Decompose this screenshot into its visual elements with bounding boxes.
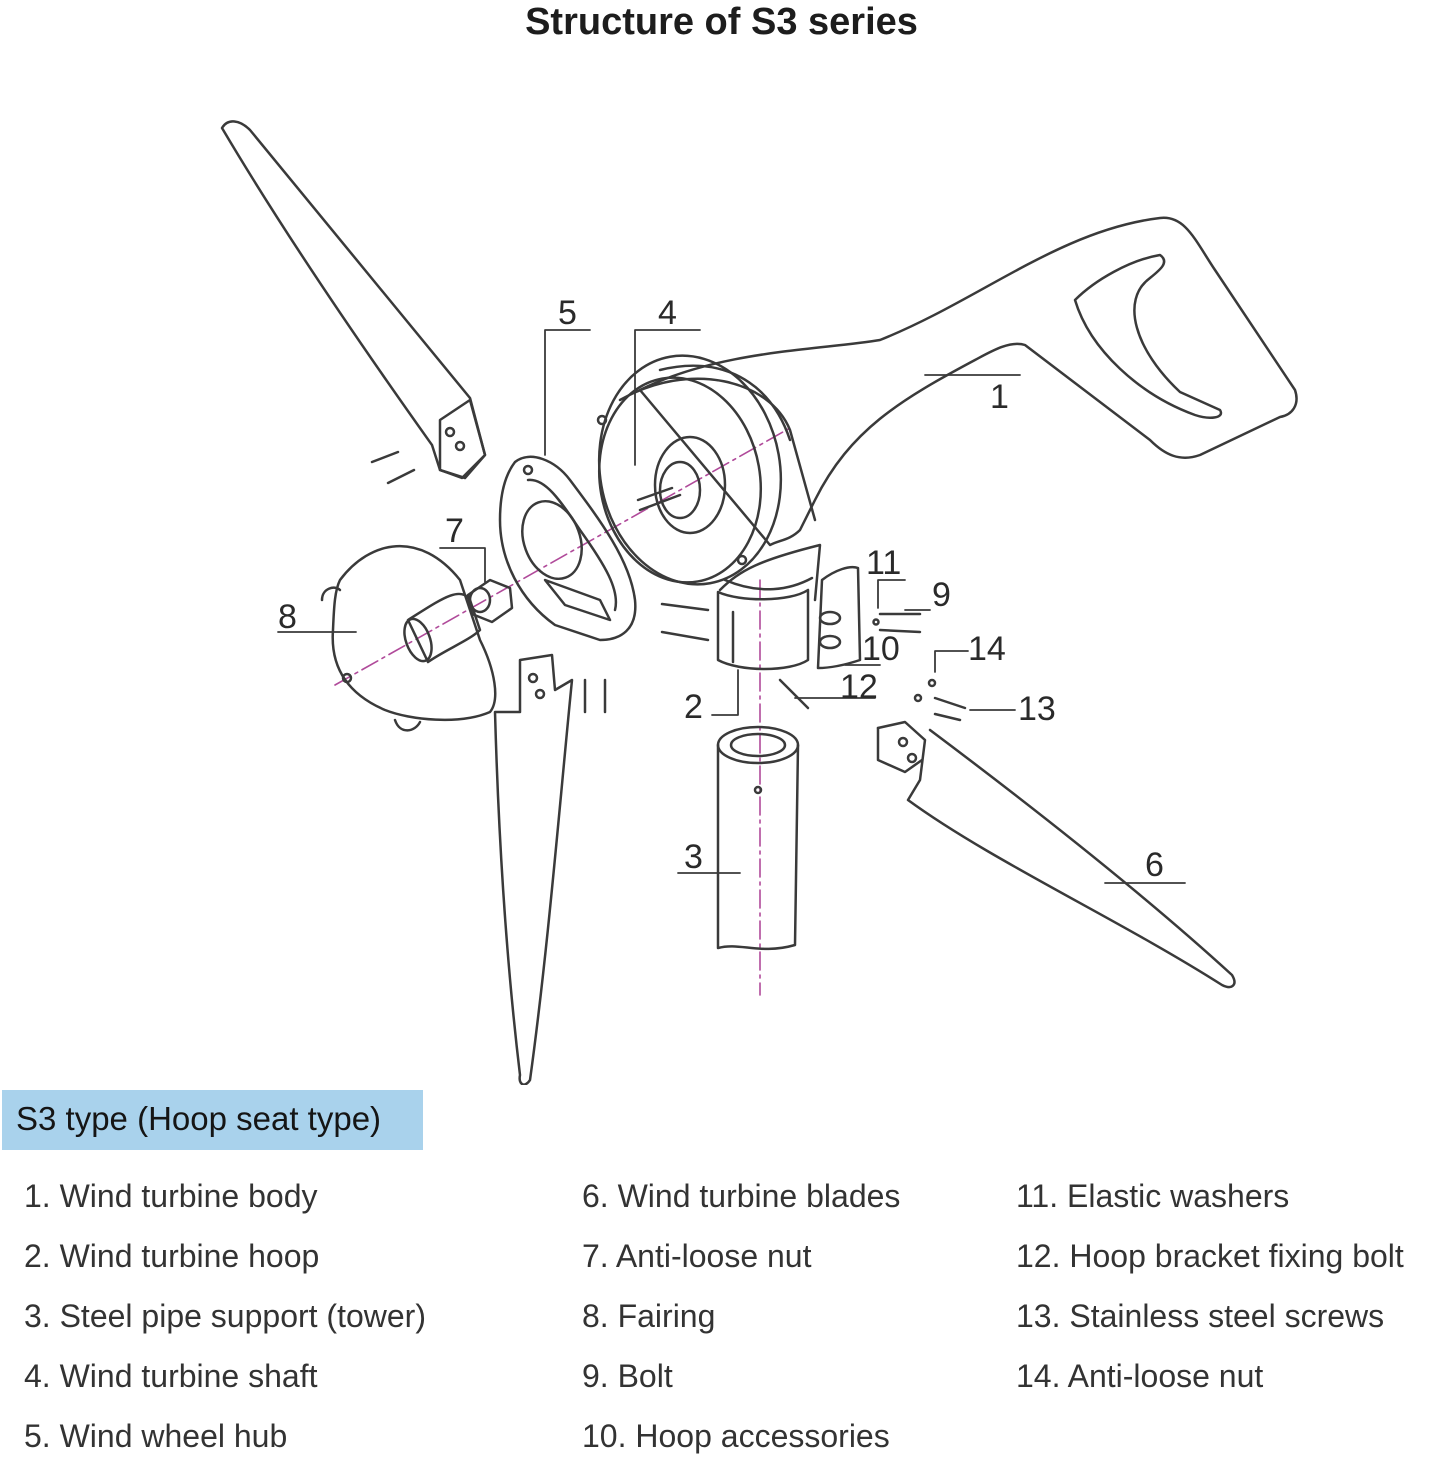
wind-wheel-hub-part: [498, 455, 637, 642]
callout-6: 6: [1145, 846, 1164, 884]
part-label-5: 5. Wind wheel hub: [24, 1418, 288, 1454]
callout-8: 8: [278, 598, 297, 636]
part-label-13: 13. Stainless steel screws: [1016, 1298, 1385, 1334]
part-label-3: 3. Steel pipe support (tower): [24, 1298, 426, 1334]
part-label-2: 2. Wind turbine hoop: [24, 1238, 320, 1274]
callout-7: 7: [445, 512, 464, 550]
part-label-11: 11. Elastic washers: [1016, 1178, 1290, 1214]
part-label-14: 14. Anti-loose nut: [1016, 1358, 1264, 1394]
callout-4: 4: [658, 294, 677, 332]
screws-and-bolts: [370, 450, 967, 722]
part-label-6: 6. Wind turbine blades: [582, 1178, 901, 1214]
blade-upper-left: [220, 120, 487, 480]
turbine-hoop-part: [716, 576, 814, 671]
part-label-7: 7. Anti-loose nut: [582, 1238, 812, 1274]
callout-14: 14: [968, 630, 1006, 668]
part-label-10: 10. Hoop accessories: [582, 1418, 890, 1454]
blade-lower-right: [876, 720, 1236, 989]
callout-12: 12: [840, 668, 878, 706]
callout-5: 5: [558, 294, 577, 332]
callout-13: 13: [1018, 690, 1056, 728]
turbine-body-part: [596, 216, 1298, 602]
callout-10: 10: [862, 630, 900, 668]
page-title: Structure of S3 series: [525, 1, 918, 43]
blade-lower: [493, 653, 574, 1085]
callout-1: 1: [990, 378, 1009, 416]
callout-3: 3: [684, 838, 703, 876]
part-label-8: 8. Fairing: [582, 1298, 716, 1334]
type-label: S3 type (Hoop seat type): [16, 1100, 382, 1137]
hoop-accessory-part: [816, 565, 862, 670]
callout-11: 11: [866, 544, 901, 582]
exploded-diagram: 1 2 3 4 5 6 7 8 9 10 11 12 13 14: [220, 120, 1298, 1085]
part-label-9: 9. Bolt: [582, 1358, 673, 1394]
part-label-4: 4. Wind turbine shaft: [24, 1358, 318, 1394]
type-banner: S3 type (Hoop seat type): [2, 1090, 423, 1150]
part-label-1: 1. Wind turbine body: [24, 1178, 318, 1214]
fairing-part: [320, 544, 497, 732]
callout-2: 2: [684, 688, 703, 726]
tower-pipe-part: [716, 725, 800, 951]
part-label-12: 12. Hoop bracket fixing bolt: [1016, 1238, 1404, 1274]
leader-lines: [277, 329, 1186, 884]
callout-9: 9: [932, 576, 951, 614]
